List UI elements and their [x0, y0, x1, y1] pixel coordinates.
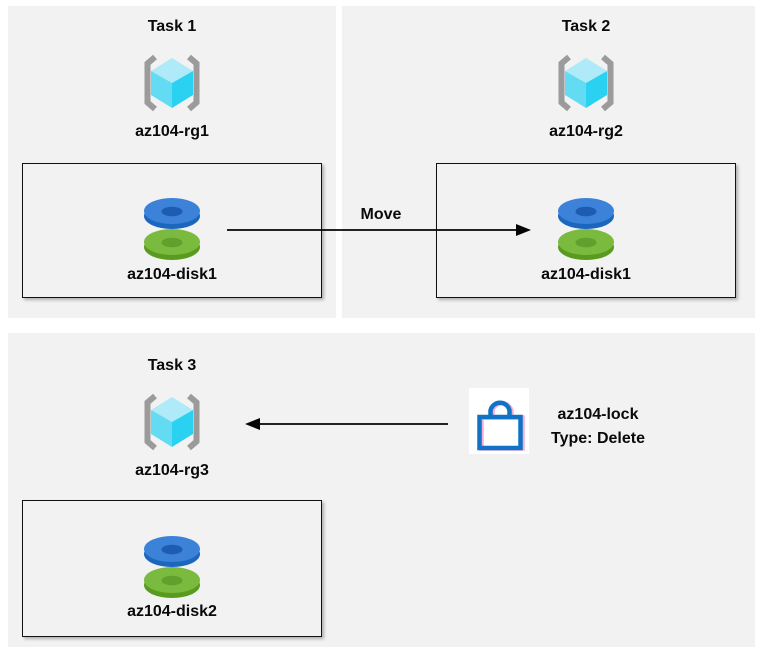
lock-arrow [245, 418, 448, 430]
task2-disk-label: az104-disk1 [541, 266, 631, 283]
resource-group-icon [144, 393, 200, 451]
resource-group-icon [144, 54, 200, 112]
lock-icon-plate [469, 388, 529, 454]
disk-icon [144, 198, 200, 260]
task3-disk-label: az104-disk2 [127, 603, 217, 620]
lock-icon [477, 400, 525, 451]
task3-disk-box [22, 500, 322, 637]
resource-group-icon [558, 54, 614, 112]
move-arrow [227, 224, 531, 236]
move-arrow-label: Move [360, 206, 402, 223]
lock-name: az104-lock [557, 406, 639, 423]
task2-resource-group-label: az104-rg2 [549, 123, 623, 140]
lock-label: az104-lock Type: Delete [540, 403, 656, 450]
task3-resource-group-label: az104-rg3 [135, 462, 209, 479]
task3-panel [8, 333, 755, 647]
task3-title: Task 3 [147, 357, 197, 374]
disk-icon [558, 198, 614, 260]
task2-panel [342, 6, 755, 318]
lock-type: Type: Delete [551, 429, 645, 447]
task2-title: Task 2 [561, 18, 611, 35]
task1-resource-group-label: az104-rg1 [135, 123, 209, 140]
task1-disk-label: az104-disk1 [127, 266, 217, 283]
disk-icon [144, 536, 200, 598]
task1-title: Task 1 [147, 18, 197, 35]
